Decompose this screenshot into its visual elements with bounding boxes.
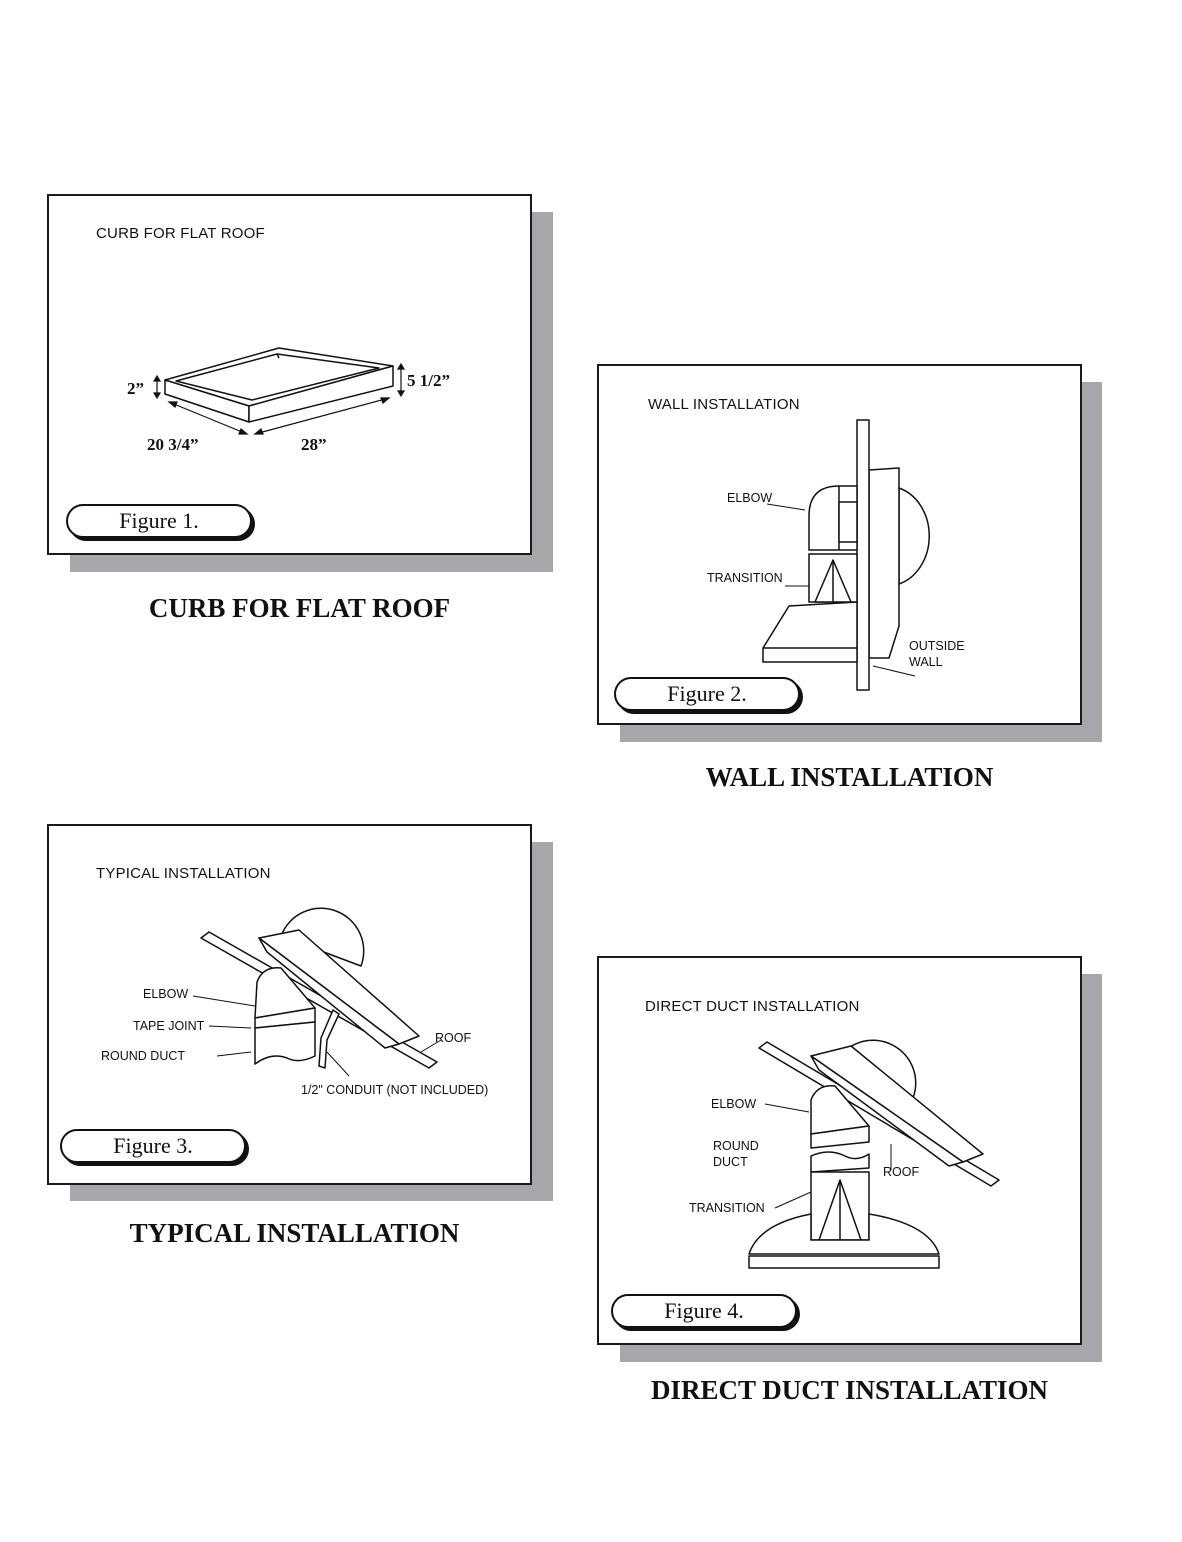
figure3-conduit-label: 1/2" CONDUIT (NOT INCLUDED) xyxy=(301,1083,488,1097)
figure2-outside-label: OUTSIDE xyxy=(909,639,965,653)
figure3-elbow-label: ELBOW xyxy=(143,987,188,1001)
dim-height-label: 2” xyxy=(127,379,144,398)
figure1-panel: CURB FOR FLAT ROOF 2” xyxy=(47,194,532,555)
figure3-panel-title: TYPICAL INSTALLATION xyxy=(96,865,271,882)
direct-duct-diagram: ELBOW ROUND DUCT ROOF TRANSITION xyxy=(689,1039,1000,1269)
figure4-elbow-label: ELBOW xyxy=(711,1097,756,1111)
figure2-wall-label: WALL xyxy=(909,655,943,669)
figure3-panel: TYPICAL INSTALLATION ELBOW TA xyxy=(47,824,532,1185)
figure3-roof-label: ROOF xyxy=(435,1031,471,1045)
figure4-duct-label: DUCT xyxy=(713,1155,748,1169)
figure2-panel: WALL INSTALLATION ELBOW TRANS xyxy=(597,364,1082,725)
figure1-label: Figure 1. xyxy=(66,504,252,538)
figure3-caption: TYPICAL INSTALLATION xyxy=(129,1218,460,1248)
figure2-elbow-label: ELBOW xyxy=(727,491,772,505)
figure3-round-duct-label: ROUND DUCT xyxy=(101,1049,185,1063)
figure4-panel-title: DIRECT DUCT INSTALLATION xyxy=(645,998,860,1015)
figure2-label: Figure 2. xyxy=(614,677,800,711)
figure2-caption: WALL INSTALLATION xyxy=(705,762,994,792)
typical-install-diagram: ELBOW TAPE JOINT ROUND DUCT ROOF 1/2" CO… xyxy=(101,907,488,1097)
figure4-label: Figure 4. xyxy=(611,1294,797,1328)
dim-length-label: 28” xyxy=(301,435,327,454)
figure4-panel: DIRECT DUCT INSTALLATION xyxy=(597,956,1082,1345)
figure2-transition-label: TRANSITION xyxy=(707,571,783,585)
dim-width-label: 20 3/4” xyxy=(147,435,198,454)
wall-install-diagram: ELBOW TRANSITION OUTSIDE WALL xyxy=(707,419,965,691)
figure2-panel-title: WALL INSTALLATION xyxy=(648,396,800,413)
figure4-round-label: ROUND xyxy=(713,1139,759,1153)
figure4-roof-label: ROOF xyxy=(883,1165,919,1179)
figure4-transition-label: TRANSITION xyxy=(689,1201,765,1215)
figure1-caption: CURB FOR FLAT ROOF xyxy=(148,593,451,623)
figure4-caption: DIRECT DUCT INSTALLATION xyxy=(650,1375,1049,1405)
figure1-panel-title: CURB FOR FLAT ROOF xyxy=(96,225,265,242)
figure3-tape-joint-label: TAPE JOINT xyxy=(133,1019,205,1033)
dim-side-height-label: 5 1/2” xyxy=(407,371,450,390)
figure3-label: Figure 3. xyxy=(60,1129,246,1163)
curb-diagram: 2” 5 1/2” 20 3/4” 28” xyxy=(127,347,450,454)
